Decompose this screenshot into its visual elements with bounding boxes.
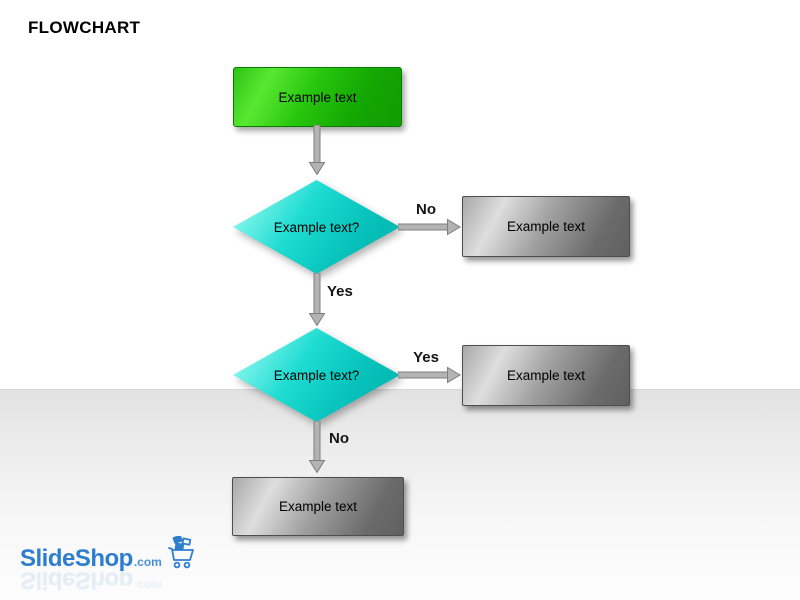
connector-right-2-arrow-icon: [398, 366, 461, 384]
logo-brand-text: SlideShop: [20, 544, 133, 572]
page-title: FLOWCHART: [28, 18, 141, 37]
edge-label-no-1: No: [416, 201, 436, 218]
flowchart-node-decision-1: Example text?: [233, 180, 400, 274]
connector-down-2-arrow-icon: [308, 273, 326, 326]
shopping-cart-icon: [167, 536, 194, 569]
connector-down-3-arrow-icon: [308, 421, 326, 473]
diamond-shape: Example text?: [233, 180, 400, 274]
logo-suffix-text: .com: [133, 555, 162, 569]
node-end-label: Example text: [278, 499, 358, 514]
edge-label-no-2: No: [329, 430, 349, 447]
flowchart-node-decision-2: Example text?: [233, 328, 400, 422]
node-decision-2-label: Example text?: [273, 367, 360, 383]
edge-label-yes-1: Yes: [327, 283, 353, 300]
diamond-shape: Example text?: [233, 328, 400, 422]
slideshop-logo[interactable]: SlideShop .com SlideShop .com: [20, 536, 196, 594]
flowchart-node-result-2: Example text: [462, 345, 630, 406]
flowchart-node-result-1: Example text: [462, 196, 630, 257]
connector-down-1-arrow-icon: [308, 125, 326, 175]
node-result-2-label: Example text: [506, 368, 586, 383]
flowchart-node-end: Example text: [232, 477, 404, 536]
node-start-label: Example text: [278, 89, 357, 105]
node-decision-1-label: Example text?: [273, 219, 360, 235]
logo-reflection: SlideShop .com: [20, 566, 162, 594]
connector-right-1-arrow-icon: [398, 218, 461, 236]
node-result-1-label: Example text: [506, 219, 586, 234]
edge-label-yes-2: Yes: [413, 349, 439, 366]
flowchart-node-start: Example text: [233, 67, 402, 127]
